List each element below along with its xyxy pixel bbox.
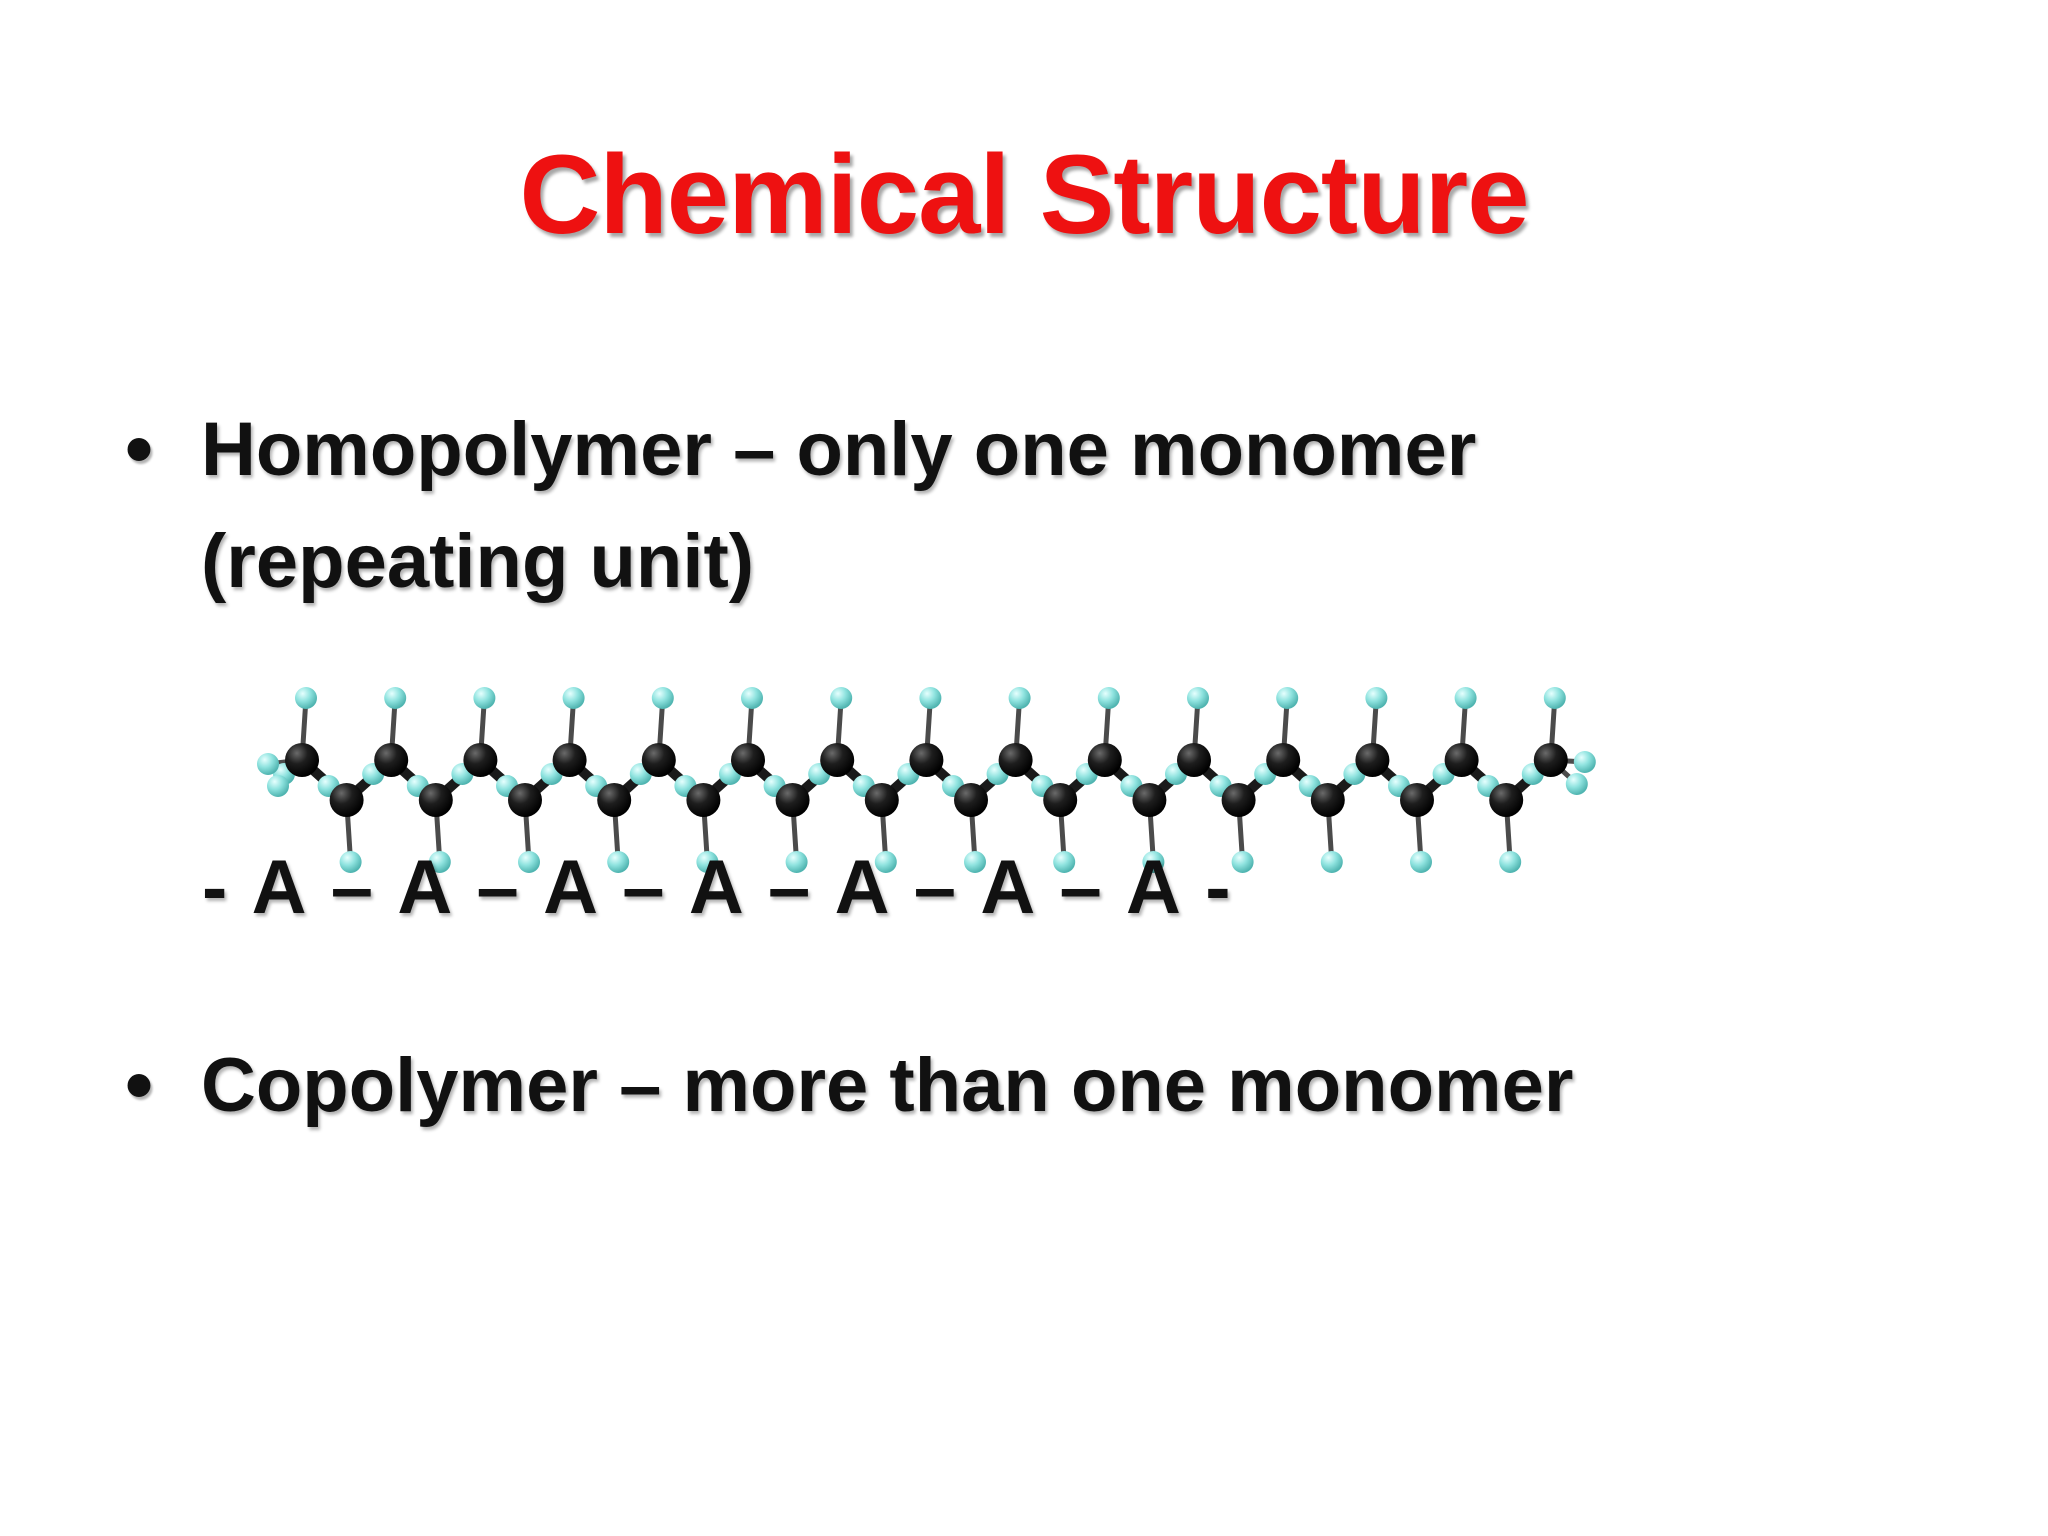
hydrogen-atom bbox=[562, 687, 585, 709]
hydrogen-atom bbox=[1454, 687, 1477, 709]
carbon-atom bbox=[1310, 783, 1345, 817]
hydrogen-atom bbox=[267, 775, 289, 797]
hydrogen-atom bbox=[257, 753, 279, 775]
carbon-atom bbox=[418, 783, 453, 817]
carbon-atom bbox=[374, 743, 409, 777]
bullet-homopolymer: • Homopolymer – only one monomer (repeat… bbox=[125, 394, 1476, 618]
hydrogen-atom bbox=[1565, 773, 1588, 795]
hydrogen-atom bbox=[339, 851, 362, 873]
carbon-atom bbox=[463, 743, 498, 777]
carbon-atom bbox=[1355, 743, 1390, 777]
bullet-copolymer: • Copolymer – more than one monomer bbox=[125, 1030, 1573, 1142]
hydrogen-atom bbox=[785, 851, 808, 873]
carbon-atom bbox=[1489, 783, 1524, 817]
carbon-atom bbox=[1221, 783, 1256, 817]
carbon-atom bbox=[731, 743, 765, 777]
carbon-atom bbox=[864, 783, 899, 817]
bullet-copolymer-line1: Copolymer – more than one monomer bbox=[201, 1043, 1574, 1128]
hydrogen-atom bbox=[1276, 687, 1299, 709]
hydrogen-atom bbox=[1187, 687, 1209, 709]
hydrogen-atom bbox=[1365, 687, 1388, 709]
carbon-atom bbox=[909, 743, 944, 777]
bullet-homopolymer-line1: Homopolymer – only one monomer bbox=[201, 407, 1477, 492]
carbon-atom bbox=[1177, 743, 1211, 777]
hydrogen-atom bbox=[1543, 687, 1566, 709]
hydrogen-atom bbox=[651, 687, 674, 709]
carbon-atom bbox=[508, 783, 542, 817]
slide-title: Chemical Structure bbox=[519, 132, 1530, 257]
hydrogen-atom bbox=[919, 687, 942, 709]
bullet-dot-icon: • bbox=[125, 1040, 154, 1129]
molecule-carbon-atoms bbox=[285, 743, 1568, 817]
homopolymer-formula: - A – A – A – A – A – A – A - bbox=[202, 845, 1231, 930]
hydrogen-atom bbox=[518, 851, 540, 873]
hydrogen-atom bbox=[1231, 851, 1254, 873]
hydrogen-atom bbox=[1053, 851, 1076, 873]
hydrogen-atom bbox=[1499, 851, 1522, 873]
hydrogen-atom bbox=[1142, 851, 1165, 873]
bullet-homopolymer-text: Homopolymer – only one monomer (repeatin… bbox=[201, 394, 1476, 618]
hydrogen-atom bbox=[1097, 687, 1120, 709]
carbon-atom bbox=[954, 783, 988, 817]
hydrogen-atom bbox=[428, 851, 451, 873]
hydrogen-atom bbox=[607, 851, 630, 873]
hydrogen-atom bbox=[1573, 751, 1596, 773]
hydrogen-atom bbox=[741, 687, 763, 709]
carbon-atom bbox=[1132, 783, 1167, 817]
hydrogen-atom bbox=[384, 687, 407, 709]
carbon-atom bbox=[1533, 743, 1568, 777]
carbon-atom bbox=[1400, 783, 1434, 817]
carbon-atom bbox=[641, 743, 676, 777]
carbon-atom bbox=[329, 783, 364, 817]
hydrogen-atom bbox=[964, 851, 986, 873]
hydrogen-atom bbox=[1320, 851, 1343, 873]
hydrogen-atom bbox=[830, 687, 853, 709]
carbon-atom bbox=[285, 743, 319, 777]
carbon-atom bbox=[820, 743, 855, 777]
hydrogen-atom bbox=[1410, 851, 1432, 873]
carbon-atom bbox=[998, 743, 1033, 777]
hydrogen-atom bbox=[696, 851, 719, 873]
carbon-atom bbox=[552, 743, 587, 777]
carbon-atom bbox=[597, 783, 632, 817]
bullet-dot-icon: • bbox=[125, 404, 154, 493]
carbon-atom bbox=[1043, 783, 1078, 817]
carbon-atom bbox=[775, 783, 810, 817]
carbon-atom bbox=[1266, 743, 1301, 777]
carbon-atom bbox=[686, 783, 721, 817]
bullet-homopolymer-line2: (repeating unit) bbox=[201, 519, 755, 604]
hydrogen-atom bbox=[874, 851, 897, 873]
carbon-atom bbox=[1444, 743, 1479, 777]
polyethylene-molecule-image bbox=[257, 687, 1596, 873]
hydrogen-atom bbox=[295, 687, 317, 709]
hydrogen-atom bbox=[1008, 687, 1031, 709]
hydrogen-atom bbox=[473, 687, 496, 709]
carbon-atom bbox=[1087, 743, 1122, 777]
